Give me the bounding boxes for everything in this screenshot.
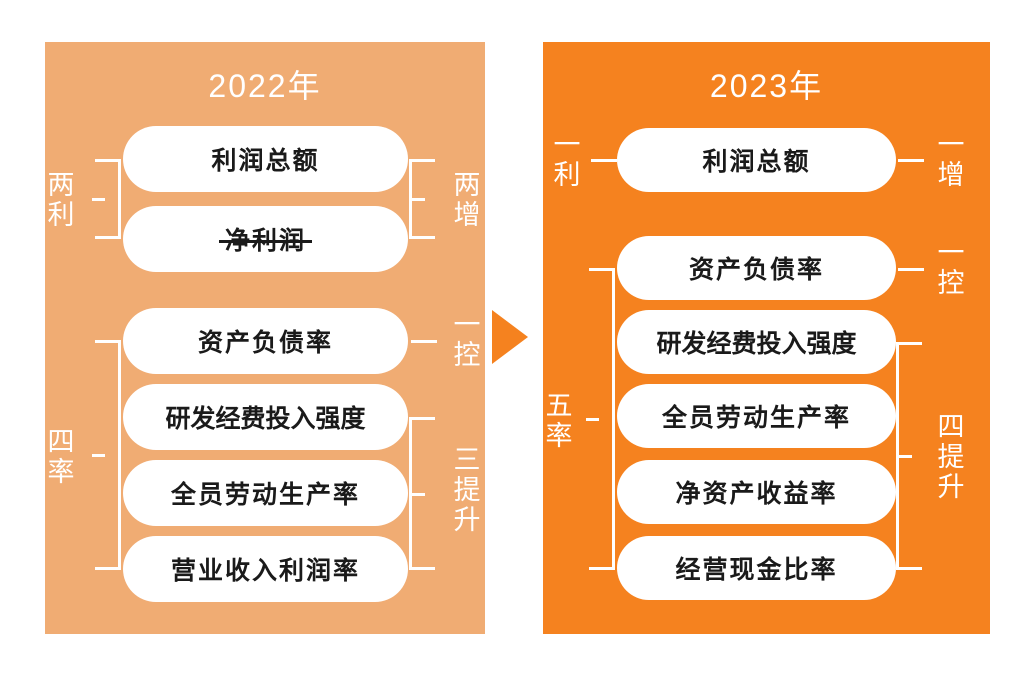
bracket-tick xyxy=(586,418,599,421)
bracket-arm-top xyxy=(409,417,435,420)
group-label-2022-liangli: 两 利 xyxy=(47,170,75,230)
bracket-spine xyxy=(118,159,121,239)
bracket-spine xyxy=(409,417,412,570)
metric-label: 研发经费投入强度 xyxy=(656,330,857,358)
metric-label: 经营现金比率 xyxy=(675,556,838,584)
bracket-arm-bottom xyxy=(95,567,121,570)
bracket-2023-wulv xyxy=(581,268,615,570)
flow-arrow-icon xyxy=(492,310,528,364)
bracket-2022-liangzeng xyxy=(409,159,443,239)
group-label-2023-yizeng: 一 增 xyxy=(937,130,965,190)
bracket-spine xyxy=(118,340,121,570)
panel-2022: 2022年 利润总额 净利润 资产负债率 研发经费投入强度 全员劳动生产率 营业… xyxy=(45,42,485,634)
metric-box-2022-yanfajingfei[interactable]: 研发经费投入强度 xyxy=(123,384,408,450)
bracket-tick xyxy=(899,455,912,458)
metric-label: 净利润 xyxy=(218,221,313,257)
bracket-arm-bottom xyxy=(409,236,435,239)
metric-label: 资产负债率 xyxy=(688,256,824,284)
bracket-arm-bottom xyxy=(589,567,615,570)
metric-box-2023-jingzichanshouyi[interactable]: 净资产收益率 xyxy=(617,460,896,524)
bracket-arm-bottom xyxy=(896,567,922,570)
bracket-tick xyxy=(92,454,105,457)
metric-label: 研发经费投入强度 xyxy=(165,405,366,433)
connector-2022-yikong xyxy=(411,340,437,343)
group-label-2023-sitisheng: 四 提 升 xyxy=(937,412,965,502)
group-label-2022-silv: 四 率 xyxy=(47,427,75,487)
metric-box-2023-quanyuanlaodong[interactable]: 全员劳动生产率 xyxy=(617,384,896,448)
bracket-spine xyxy=(896,342,899,570)
group-label-2022-santisheng: 三 提 升 xyxy=(453,445,481,535)
bracket-tick xyxy=(412,492,425,496)
metric-label: 利润总额 xyxy=(702,148,811,176)
metric-label: 全员劳动生产率 xyxy=(170,481,360,509)
bracket-2022-liangli xyxy=(87,159,121,239)
panel-2023: 2023年 利润总额 资产负债率 研发经费投入强度 全员劳动生产率 净资产收益率… xyxy=(543,42,990,634)
metric-box-2023-yanfajingfei[interactable]: 研发经费投入强度 xyxy=(617,310,896,374)
metric-label: 全员劳动生产率 xyxy=(661,404,851,432)
bracket-arm-top xyxy=(409,159,435,162)
bracket-spine xyxy=(409,159,412,239)
panel-2022-title: 2022年 xyxy=(208,68,322,104)
bracket-arm-top xyxy=(95,340,121,343)
metric-label: 营业收入利润率 xyxy=(170,557,360,585)
group-label-2022-yikong: 一 控 xyxy=(453,310,481,370)
metric-box-2022-zichanfuzhailv[interactable]: 资产负债率 xyxy=(123,308,408,374)
metric-box-2023-lirunzonge[interactable]: 利润总额 xyxy=(617,128,896,192)
metric-box-2022-quanyuanlaodong[interactable]: 全员劳动生产率 xyxy=(123,460,408,526)
bracket-arm-top xyxy=(896,342,922,345)
bracket-2023-sitisheng xyxy=(896,342,930,570)
metric-box-2022-yingyeshouru[interactable]: 营业收入利润率 xyxy=(123,536,408,602)
bracket-arm-top xyxy=(95,159,121,162)
metric-label: 利润总额 xyxy=(211,147,320,175)
group-label-2023-wulv: 五 率 xyxy=(545,391,573,451)
connector-2023-yizeng xyxy=(898,159,924,162)
group-label-2022-liangzeng: 两 增 xyxy=(453,170,481,230)
metric-box-2023-zichanfuzhailv[interactable]: 资产负债率 xyxy=(617,236,896,300)
metric-box-2022-lirunzonge[interactable]: 利润总额 xyxy=(123,126,408,192)
bracket-tick xyxy=(412,198,425,201)
group-label-2023-yikong: 一 控 xyxy=(937,238,965,298)
bracket-tick xyxy=(92,198,105,201)
metric-box-2022-jinglirun[interactable]: 净利润 xyxy=(123,206,408,272)
connector-2023-yili xyxy=(591,159,617,162)
bracket-2022-silv xyxy=(87,340,121,570)
connector-2023-yikong xyxy=(898,268,924,271)
bracket-arm-bottom xyxy=(409,567,435,570)
bracket-arm-bottom xyxy=(95,236,121,239)
bracket-2022-santisheng xyxy=(409,417,443,570)
bracket-spine xyxy=(612,268,615,570)
group-label-2023-yili: 一 利 xyxy=(553,130,581,190)
metric-box-2023-jingyingxianjin[interactable]: 经营现金比率 xyxy=(617,536,896,600)
metric-label: 资产负债率 xyxy=(197,329,333,357)
metric-label: 净资产收益率 xyxy=(675,480,838,508)
bracket-arm-top xyxy=(589,268,615,271)
panel-2023-title: 2023年 xyxy=(709,68,824,104)
